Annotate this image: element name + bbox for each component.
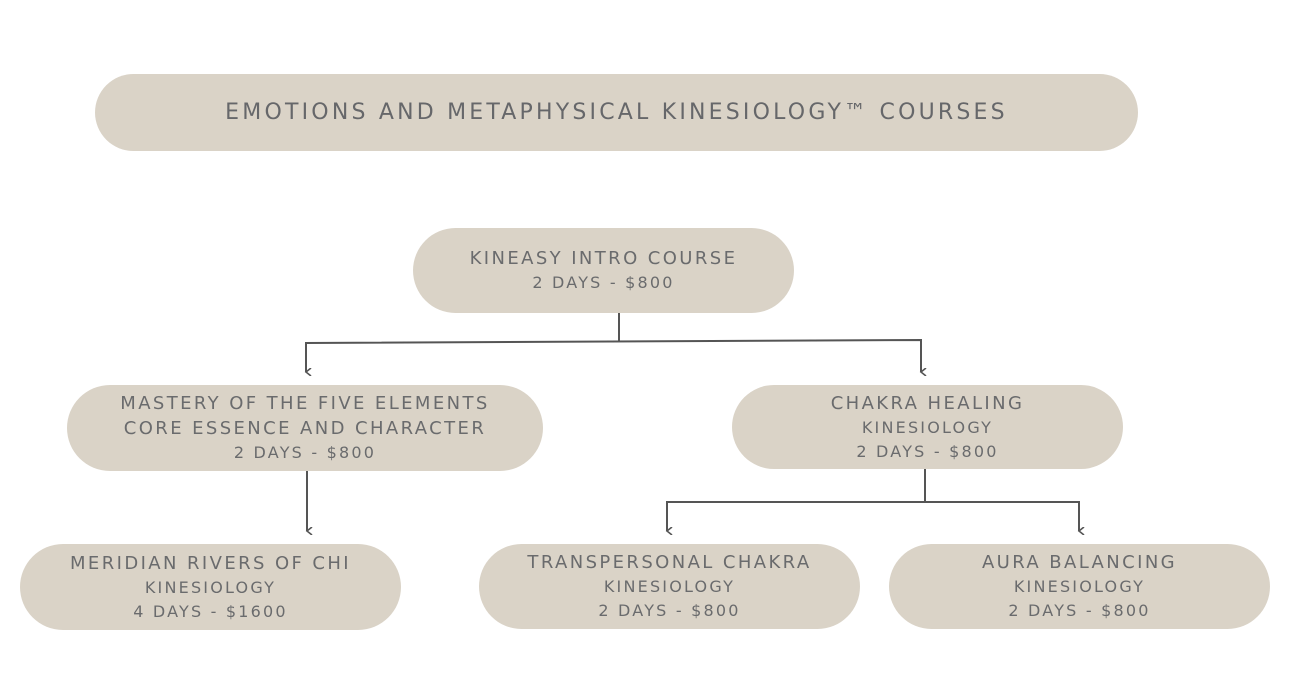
node-kineasy-intro: KINEASY INTRO COURSE 2 DAYS - $800 bbox=[413, 228, 794, 313]
node-duration-price: 2 DAYS - $800 bbox=[233, 443, 377, 462]
node-title: MASTERY OF THE FIVE ELEMENTS bbox=[120, 393, 490, 414]
intro-branch-arrows bbox=[306, 338, 921, 372]
node-duration-price: 2 DAYS - $800 bbox=[1008, 601, 1151, 620]
node-aura-balancing: AURA BALANCING KINESIOLOGY 2 DAYS - $800 bbox=[889, 544, 1270, 629]
node-title: TRANSPERSONAL CHAKRA bbox=[527, 552, 812, 573]
diagram-title: EMOTIONS AND METAPHYSICAL KINESIOLOGY™ C… bbox=[225, 100, 1008, 125]
node-title: CHAKRA HEALING bbox=[830, 392, 1025, 414]
node-title: KINEASY INTRO COURSE bbox=[469, 248, 738, 269]
node-subtitle: KINESIOLOGY bbox=[144, 577, 277, 597]
node-duration-price: 2 DAYS - $800 bbox=[532, 273, 675, 292]
node-subtitle: KINESIOLOGY bbox=[603, 577, 736, 596]
chakra-branch-arrows bbox=[667, 501, 1079, 531]
diagram-title-banner: EMOTIONS AND METAPHYSICAL KINESIOLOGY™ C… bbox=[95, 74, 1138, 151]
node-subtitle: CORE ESSENCE AND CHARACTER bbox=[123, 418, 487, 439]
node-subtitle: KINESIOLOGY bbox=[861, 417, 994, 437]
node-meridian-rivers: MERIDIAN RIVERS OF CHI KINESIOLOGY 4 DAY… bbox=[20, 544, 401, 630]
node-transpersonal-chakra: TRANSPERSONAL CHAKRA KINESIOLOGY 2 DAYS … bbox=[479, 544, 860, 629]
node-title: AURA BALANCING bbox=[981, 552, 1178, 573]
node-title: MERIDIAN RIVERS OF CHI bbox=[70, 552, 351, 574]
node-duration-price: 4 DAYS - $1600 bbox=[133, 601, 288, 621]
node-chakra-healing: CHAKRA HEALING KINESIOLOGY 2 DAYS - $800 bbox=[732, 385, 1123, 469]
node-duration-price: 2 DAYS - $800 bbox=[598, 601, 741, 620]
node-duration-price: 2 DAYS - $800 bbox=[856, 441, 999, 461]
node-five-elements: MASTERY OF THE FIVE ELEMENTS CORE ESSENC… bbox=[67, 385, 543, 471]
node-subtitle: KINESIOLOGY bbox=[1013, 577, 1146, 596]
